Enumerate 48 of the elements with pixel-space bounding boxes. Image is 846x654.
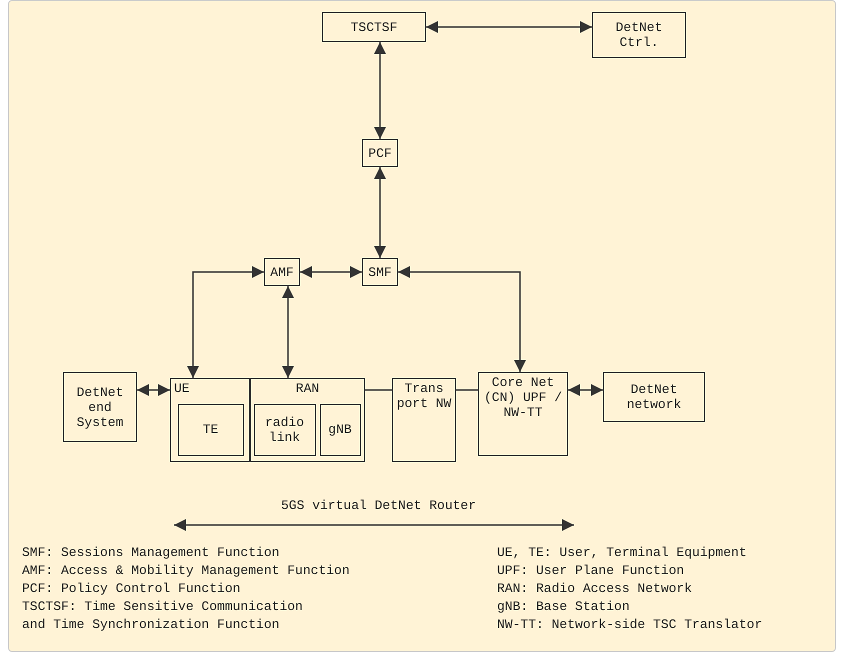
box-label: DetNet Ctrl. (614, 20, 664, 50)
box-label: RAN (296, 381, 320, 396)
abbreviation-note: PCF: Policy Control Function (22, 581, 240, 597)
box-label: gNB (328, 422, 352, 437)
box-label: TSCTSF (350, 20, 398, 34)
component-box (63, 372, 137, 442)
connector-arrow (374, 167, 386, 258)
box-label: DetNet network (626, 382, 682, 412)
abbreviation-note: TSCTSF: Time Sensitive Communication (22, 599, 303, 615)
component-box (178, 404, 244, 456)
abbreviation-note: NW-TT: Network-side TSC Translator (497, 617, 762, 633)
component-box (322, 12, 426, 42)
component-box (392, 378, 456, 462)
connector-arrow (426, 21, 592, 33)
component-box (592, 12, 686, 58)
component-box (170, 378, 250, 462)
box-label: DetNet end System (76, 384, 124, 430)
connector-arrow (568, 384, 603, 396)
component-box (478, 372, 568, 456)
span-label: 5GS virtual DetNet Router (281, 498, 476, 514)
box-label: AMF (270, 264, 294, 280)
component-box (264, 258, 300, 286)
component-box (254, 404, 316, 456)
abbreviation-note: RAN: Radio Access Network (497, 581, 692, 597)
connector-arrow (374, 42, 386, 139)
abbreviation-note: UPF: User Plane Function (497, 563, 684, 579)
abbreviation-note: and Time Synchronization Function (22, 617, 280, 633)
connector-arrow (300, 266, 362, 278)
box-label: TE (202, 422, 218, 437)
component-box (250, 378, 365, 462)
box-label: radio link (264, 414, 305, 444)
box-label: UE (174, 381, 190, 396)
box-label: SMF (368, 264, 392, 280)
connector-arrow (282, 286, 294, 378)
connector-arrow (187, 266, 264, 378)
abbreviation-note: AMF: Access & Mobility Management Function (22, 563, 350, 579)
component-box (320, 404, 360, 456)
connector-arrow (398, 266, 526, 372)
abbreviation-note: SMF: Sessions Management Function (22, 545, 280, 561)
component-box (362, 139, 398, 167)
box-label: Trans port NW (396, 381, 452, 411)
component-box (362, 258, 398, 286)
abbreviation-note: UE, TE: User, Terminal Equipment (497, 545, 747, 561)
box-label: Core Net (CN) UPF / NW-TT (482, 375, 563, 420)
abbreviation-note: gNB: Base Station (497, 599, 630, 615)
connector-arrow (137, 384, 170, 396)
component-box (603, 372, 705, 422)
box-label: PCF (368, 146, 392, 160)
